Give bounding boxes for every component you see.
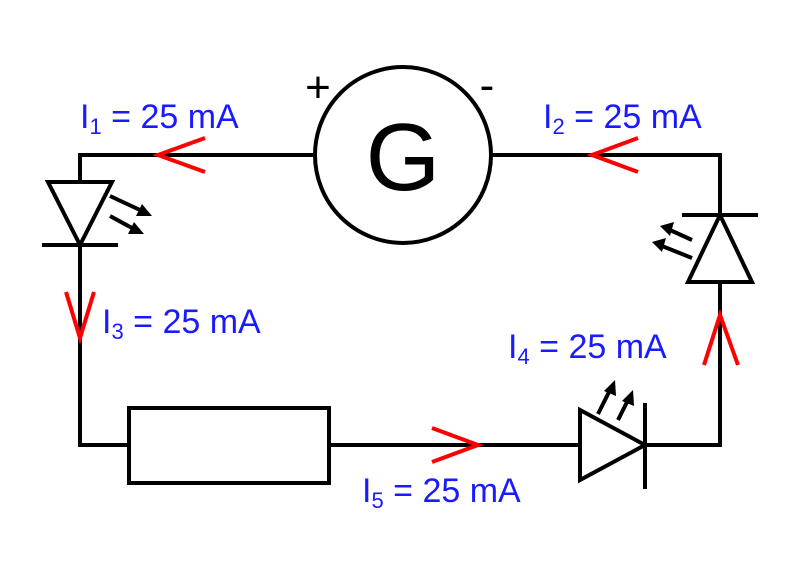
led-left-arrowhead-1 — [136, 204, 152, 216]
led-right-light-arrow-1 — [669, 228, 693, 242]
generator: G + - — [305, 61, 495, 245]
generator-plus-sign: + — [305, 63, 331, 112]
led-bottom-triangle — [578, 406, 650, 484]
led-right-light-arrow-2 — [661, 244, 693, 260]
led-left-arrowhead-2 — [128, 222, 144, 234]
generator-minus-sign: - — [480, 61, 495, 110]
current-label-4: I4 = 25 mA — [508, 328, 667, 369]
current-arrow-1 — [152, 136, 206, 174]
led-bottom — [578, 380, 650, 489]
led-bottom-light-arrow-1 — [596, 389, 612, 415]
wires — [78, 153, 722, 447]
generator-label: G — [366, 104, 441, 211]
current-label-1: I1 = 25 mA — [80, 98, 239, 139]
current-arrows — [64, 136, 740, 464]
led-bottom-arrowhead-1 — [604, 380, 616, 396]
led-left — [42, 180, 152, 250]
current-arrow-3 — [64, 291, 96, 345]
led-left-light-arrow-2 — [109, 214, 133, 230]
led-right-arrowhead-2 — [652, 238, 666, 252]
current-label-3: I3 = 25 mA — [102, 303, 261, 344]
led-right-triangle — [684, 210, 756, 284]
led-bottom-arrowhead-2 — [622, 390, 634, 406]
current-labels: I1 = 25 mA I2 = 25 mA I3 = 25 mA I4 = 25… — [80, 98, 702, 513]
current-label-5: I5 = 25 mA — [362, 472, 521, 513]
led-right-arrowhead-1 — [660, 222, 674, 236]
generator-circle — [313, 65, 493, 245]
current-arrow-5 — [431, 426, 484, 464]
resistor — [127, 406, 331, 485]
current-arrow-4 — [702, 308, 740, 366]
led-left-triangle — [44, 180, 116, 250]
led-right — [652, 210, 758, 284]
current-arrow-2 — [586, 136, 639, 174]
led-bottom-light-arrow-2 — [616, 399, 630, 421]
current-label-2: I2 = 25 mA — [543, 98, 702, 139]
led-left-light-arrow-1 — [109, 194, 141, 212]
